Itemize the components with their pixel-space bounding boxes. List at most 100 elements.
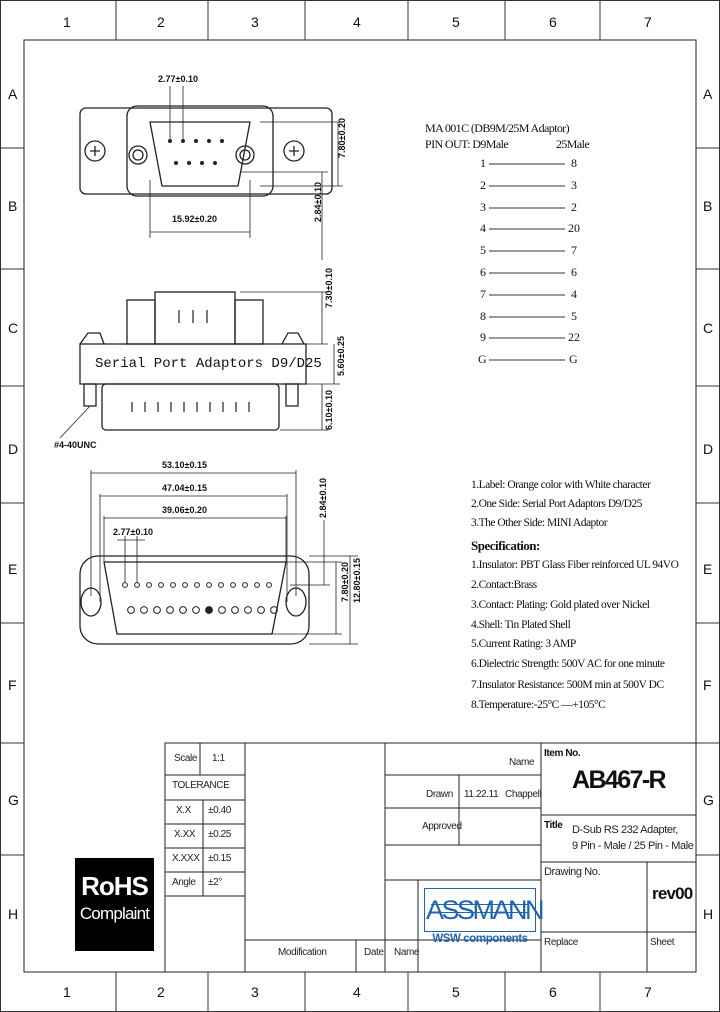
pinout-d9-pin: 3	[480, 200, 486, 214]
spec-line: 3.Contact: Plating: Gold plated over Nic…	[471, 599, 650, 611]
pinout-d9-pin: 6	[480, 265, 486, 279]
dim-side-h3: 6.10±0.10	[324, 390, 334, 430]
drawing-no-label: Drawing No.	[544, 866, 601, 878]
dim-side-h2: 5.60±0.25	[336, 336, 346, 376]
title-block-grid	[164, 742, 697, 973]
spec-line: 6.Dielectric Strength: 500V AC for one m…	[471, 658, 665, 670]
d9-top-view	[79, 86, 343, 260]
item-no-label: Item No.	[544, 748, 581, 759]
dim-d25-w3: 39.06±0.20	[162, 505, 207, 515]
tolerance-row-value: ±2°	[208, 877, 222, 888]
column-label-5: 5	[452, 14, 460, 30]
sheet-label: Sheet	[650, 937, 675, 948]
assmann-logo: ASSMANN WSW components	[424, 888, 545, 948]
tolerance-row-value: ±0.25	[208, 829, 231, 840]
replace-label: Replace	[544, 937, 578, 948]
row-label-b-right: B	[703, 198, 713, 214]
column-label-4: 4	[353, 14, 361, 30]
assmann-logo-box: ASSMANN	[424, 888, 545, 932]
spec-line: 1.Insulator: PBT Glass Fiber reinforced …	[471, 559, 679, 571]
rohs-title: RoHS	[81, 871, 149, 901]
tolerance-label: TOLERANCE	[172, 780, 230, 791]
side-view	[59, 291, 340, 439]
column-label-2: 2	[157, 14, 165, 30]
d25-front-view	[79, 470, 358, 645]
row-label-e: E	[8, 561, 18, 577]
pinout-d9-pin: 5	[480, 243, 486, 257]
pinout-d25-pin: 6	[571, 265, 577, 279]
dim-d9-height-a: 7.80±0.20	[337, 118, 347, 158]
label-note: 1.Label: Orange color with White charact…	[471, 479, 651, 491]
dim-d9-height-b: 2.84±0.10	[313, 182, 323, 222]
serial-port-label: Serial Port Adaptors D9/D25	[95, 356, 322, 372]
dim-d25-w1: 53.10±0.15	[162, 460, 207, 470]
title-line-2: 9 Pin - Male / 25 Pin - Male	[572, 840, 694, 852]
tolerance-row-label: X.XXX	[172, 853, 200, 864]
spec-line: 2.Contact:Brass	[471, 579, 537, 591]
footer-date: Date	[364, 947, 384, 958]
assmann-tagline: WSW components	[432, 933, 528, 945]
row-label-d-right: D	[703, 441, 714, 457]
dim-d25-w2: 47.04±0.15	[162, 483, 207, 493]
revision-number: rev00	[652, 884, 693, 903]
row-label-g: G	[8, 792, 19, 808]
item-number: AB467-R	[572, 766, 667, 794]
assmann-wordmark: ASSMANN	[426, 895, 545, 925]
tolerance-row-value: ±0.40	[208, 805, 231, 816]
column-label-2-bottom: 2	[157, 984, 165, 1000]
row-label-c-right: C	[703, 320, 714, 336]
drawn-name: Chappell	[505, 789, 542, 800]
tolerance-row-value: ±0.15	[208, 853, 231, 864]
tolerance-row-label: X.X	[176, 805, 191, 816]
row-label-e-right: E	[703, 561, 713, 577]
column-label-4-bottom: 4	[353, 984, 361, 1000]
pinout-lines	[489, 163, 565, 361]
pinout-d9-pin: G	[478, 352, 487, 366]
specification-heading: Specification:	[471, 538, 540, 553]
pinout-title: MA 001C (DB9M/25M Adaptor)	[425, 121, 570, 135]
tolerance-row-label: Angle	[172, 877, 196, 888]
column-label-7-bottom: 7	[644, 984, 652, 1000]
pinout-d9-pin: 2	[480, 178, 486, 192]
column-label-6: 6	[549, 14, 557, 30]
dim-d25-h1: 2.84±0.10	[318, 478, 328, 518]
pinout-d25-pin: 4	[571, 287, 577, 301]
column-label-7: 7	[644, 14, 652, 30]
title-line-1: D-Sub RS 232 Adapter,	[572, 824, 678, 836]
column-label-1-bottom: 1	[63, 984, 71, 1000]
pinout-d25-pin: 22	[568, 330, 580, 344]
column-label-5-bottom: 5	[452, 984, 460, 1000]
pinout-header-d9: PIN OUT: D9Male	[425, 137, 509, 151]
footer-modification: Modification	[278, 947, 327, 958]
column-label-1: 1	[63, 14, 71, 30]
pinout-d25-pin: 7	[571, 243, 577, 257]
name-header: Name	[509, 757, 535, 768]
spec-line: 4.Shell: Tin Plated Shell	[471, 619, 571, 631]
dim-d25-h2: 7.80±0.20	[340, 562, 350, 602]
pinout-d25-pin: 2	[571, 200, 577, 214]
scale-label: Scale	[174, 753, 198, 764]
dim-d9-width: 15.92±0.20	[172, 214, 217, 224]
pinout-d9-pin: 7	[480, 287, 486, 301]
drawn-label: Drawn	[426, 789, 453, 800]
row-label-b: B	[8, 198, 18, 214]
column-label-6-bottom: 6	[549, 984, 557, 1000]
spec-line: 7.Insulator Resistance: 500M min at 500V…	[471, 679, 664, 691]
scale-value: 1:1	[212, 753, 225, 764]
pinout-d25-pin: G	[569, 352, 578, 366]
pinout-d25-pin: 8	[571, 156, 577, 170]
pinout-d25-pin: 20	[568, 221, 580, 235]
pinout-d25-pin: 5	[571, 309, 577, 323]
row-label-a: A	[8, 86, 18, 102]
label-note: 2.One Side: Serial Port Adaptors D9/D25	[471, 498, 642, 510]
approved-label: Approved	[422, 821, 462, 832]
row-label-h: H	[8, 906, 19, 922]
label-note: 3.The Other Side: MINI Adaptor	[471, 517, 608, 529]
pinout-header-d25: 25Male	[556, 137, 590, 151]
row-label-f: F	[8, 677, 17, 693]
dim-screw-thread: #4-40UNC	[54, 440, 97, 450]
column-label-3: 3	[251, 14, 259, 30]
pinout-d9-pin: 9	[480, 330, 486, 344]
pinout-d25-pin: 3	[571, 178, 577, 192]
